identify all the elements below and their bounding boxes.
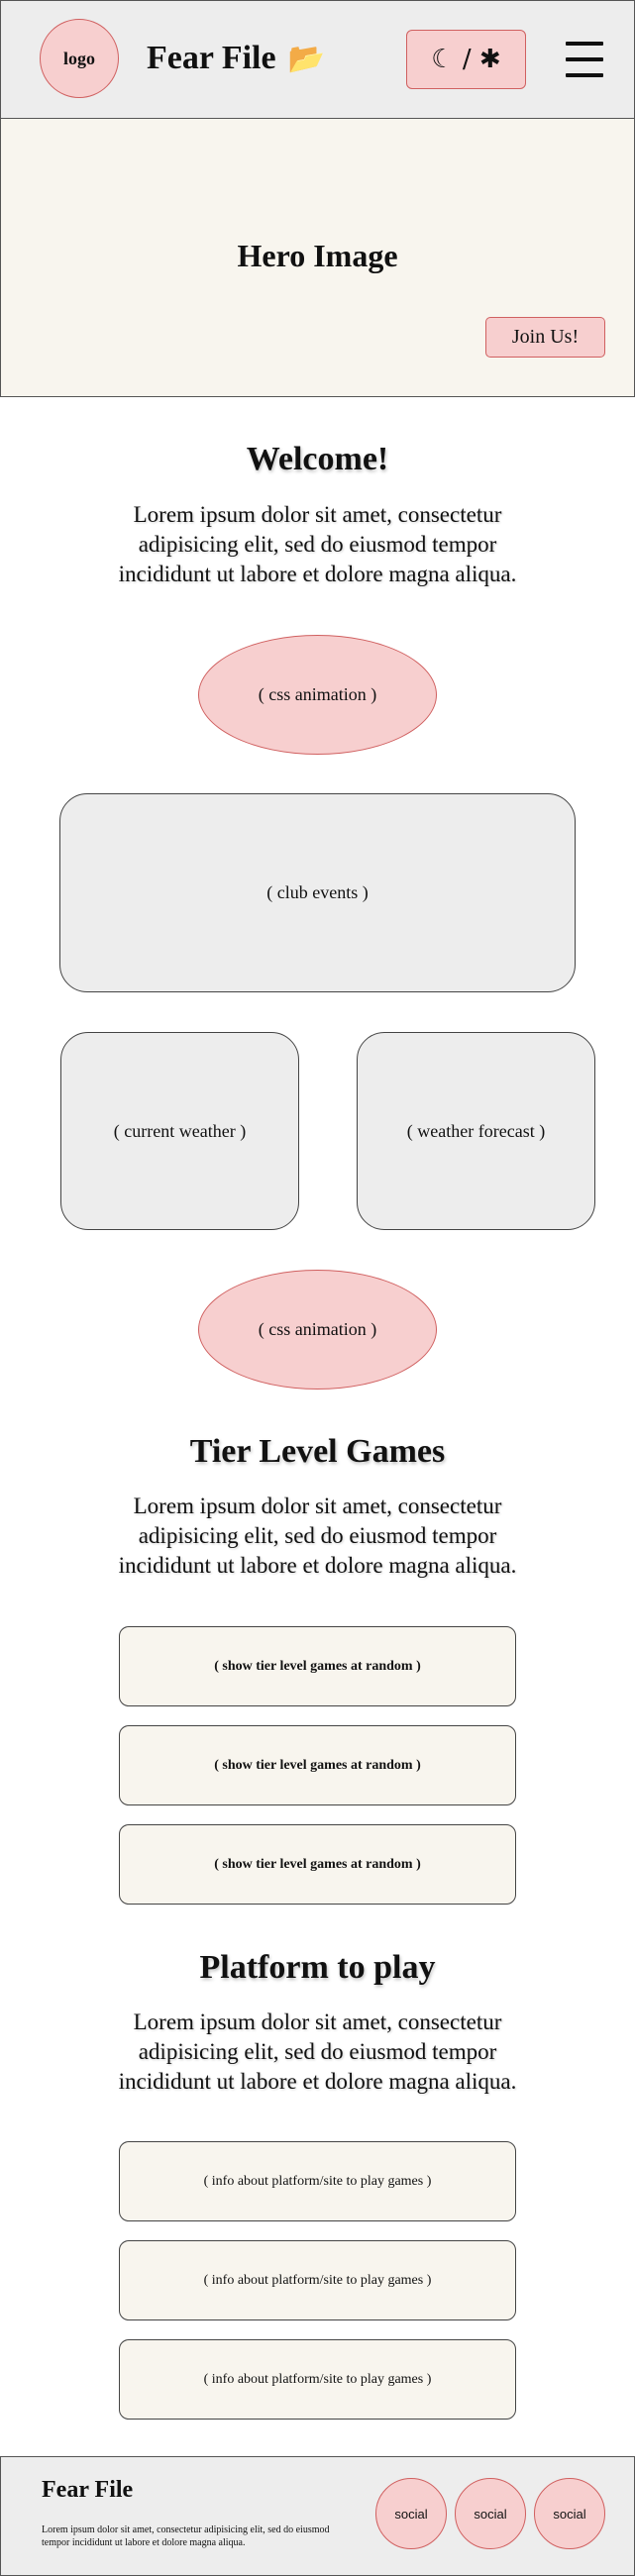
css-animation-top: ( css animation )	[198, 635, 437, 755]
platform-info-item[interactable]: ( info about platform/site to play games…	[119, 2240, 516, 2320]
welcome-text: Lorem ipsum dolor sit amet, consectetur …	[118, 502, 517, 586]
folder-icon: 📂	[287, 41, 325, 76]
current-weather-card[interactable]: ( current weather )	[60, 1032, 299, 1230]
platform-text: Lorem ipsum dolor sit amet, consectetur …	[118, 2009, 517, 2094]
footer-title: Fear File	[42, 2477, 134, 2503]
social-link-2[interactable]: social	[455, 2478, 526, 2549]
site-title: Fear File 📂	[147, 40, 325, 77]
weather-forecast-card[interactable]: ( weather forecast )	[357, 1032, 595, 1230]
logo[interactable]: logo	[40, 19, 119, 98]
theme-toggle-button[interactable]: ☾ / ✱	[406, 30, 526, 89]
social-link-3[interactable]: social	[534, 2478, 605, 2549]
social-link-1[interactable]: social	[375, 2478, 447, 2549]
site-title-text: Fear File	[147, 40, 276, 76]
join-us-button[interactable]: Join Us!	[485, 317, 605, 358]
club-events-card[interactable]: ( club events )	[59, 793, 576, 992]
css-animation-bottom: ( css animation )	[198, 1270, 437, 1390]
tier-game-item[interactable]: ( show tier level games at random )	[119, 1626, 516, 1706]
footer-text: Lorem ipsum dolor sit amet, consectetur …	[42, 2524, 330, 2548]
tier-game-item[interactable]: ( show tier level games at random )	[119, 1824, 516, 1905]
welcome-title: Welcome!	[246, 441, 389, 477]
hamburger-menu-icon[interactable]	[566, 40, 603, 79]
platform-info-item[interactable]: ( info about platform/site to play games…	[119, 2339, 516, 2420]
platform-info-item[interactable]: ( info about platform/site to play games…	[119, 2141, 516, 2221]
tier-game-item[interactable]: ( show tier level games at random )	[119, 1725, 516, 1805]
site-footer	[0, 2456, 635, 2576]
tier-level-title: Tier Level Games	[189, 1433, 446, 1470]
tier-level-text: Lorem ipsum dolor sit amet, consectetur …	[118, 1494, 517, 1578]
hero-title: Hero Image	[237, 238, 398, 273]
platform-title: Platform to play	[199, 1949, 436, 1986]
